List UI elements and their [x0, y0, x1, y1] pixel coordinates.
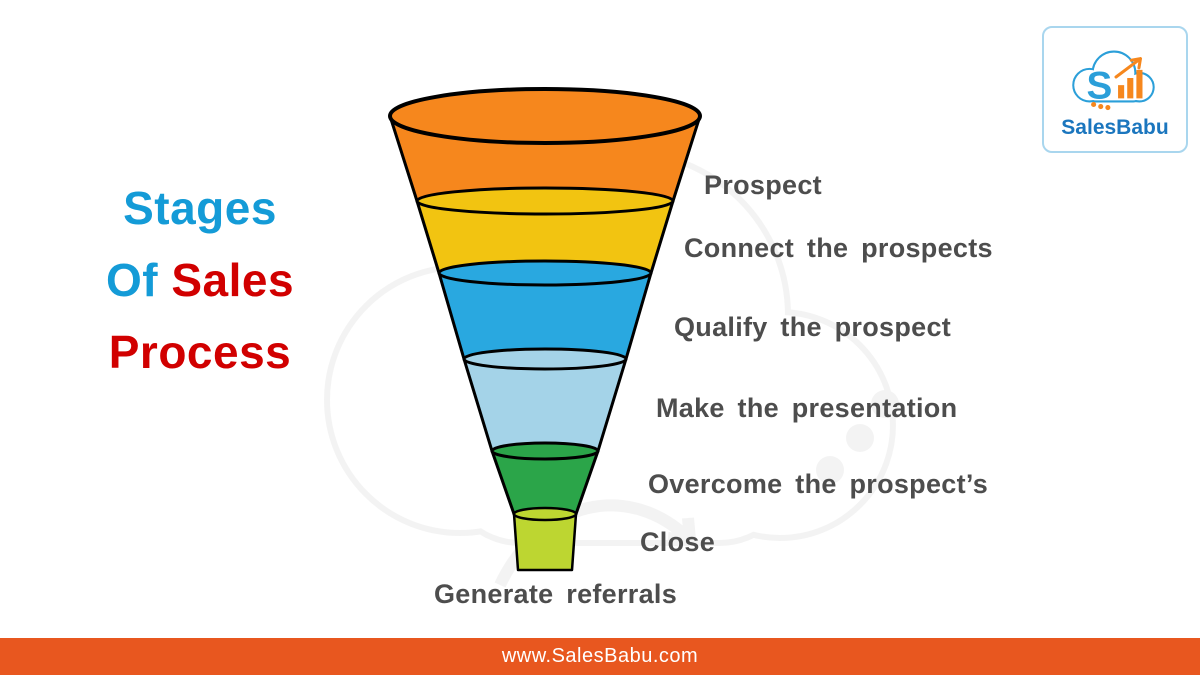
title-line-3: Process	[68, 316, 332, 388]
funnel-rim-3	[462, 347, 628, 371]
stage-label-overcome: Overcome the prospect’s	[648, 469, 989, 499]
footer-url: www.SalesBabu.com	[501, 645, 699, 667]
funnel-rim-5	[512, 506, 578, 522]
stage-label-presentation: Make the presentation	[656, 393, 958, 423]
chart-bars-icon	[1118, 69, 1143, 98]
stage-label-qualify: Qualify the prospect	[674, 312, 952, 342]
stage-label-prospect: Prospect	[704, 170, 822, 200]
stage-label-close: Close	[640, 527, 716, 557]
logo-card: S SalesBabu	[1042, 26, 1188, 153]
stage-label-connect: Connect the prospects	[684, 233, 993, 263]
cloud-logo-icon: S	[1059, 40, 1171, 110]
footer-bar: www.SalesBabu.com	[0, 638, 1200, 675]
funnel-top-rim	[388, 87, 702, 145]
logo-monogram: S	[1086, 64, 1112, 107]
title-line-1: Stages	[68, 172, 332, 244]
funnel-rim-1	[415, 186, 675, 216]
page-title: Stages Of Sales Process	[68, 172, 332, 388]
stage-label-referrals: Generate referrals	[434, 579, 678, 609]
title-line-2: Of Sales	[68, 244, 332, 316]
title-word-sales: Sales	[171, 254, 295, 306]
title-word-of: Of	[105, 254, 159, 306]
funnel-rim-2	[437, 259, 653, 287]
funnel-stage-close-shape	[512, 512, 578, 572]
title-word-process: Process	[108, 326, 292, 378]
logo-dots-icon	[1091, 101, 1111, 110]
funnel-rim-4	[490, 441, 600, 461]
growth-arrow-icon	[1114, 56, 1142, 79]
title-word-stages: Stages	[123, 182, 277, 234]
brand-name: SalesBabu	[1061, 115, 1169, 139]
